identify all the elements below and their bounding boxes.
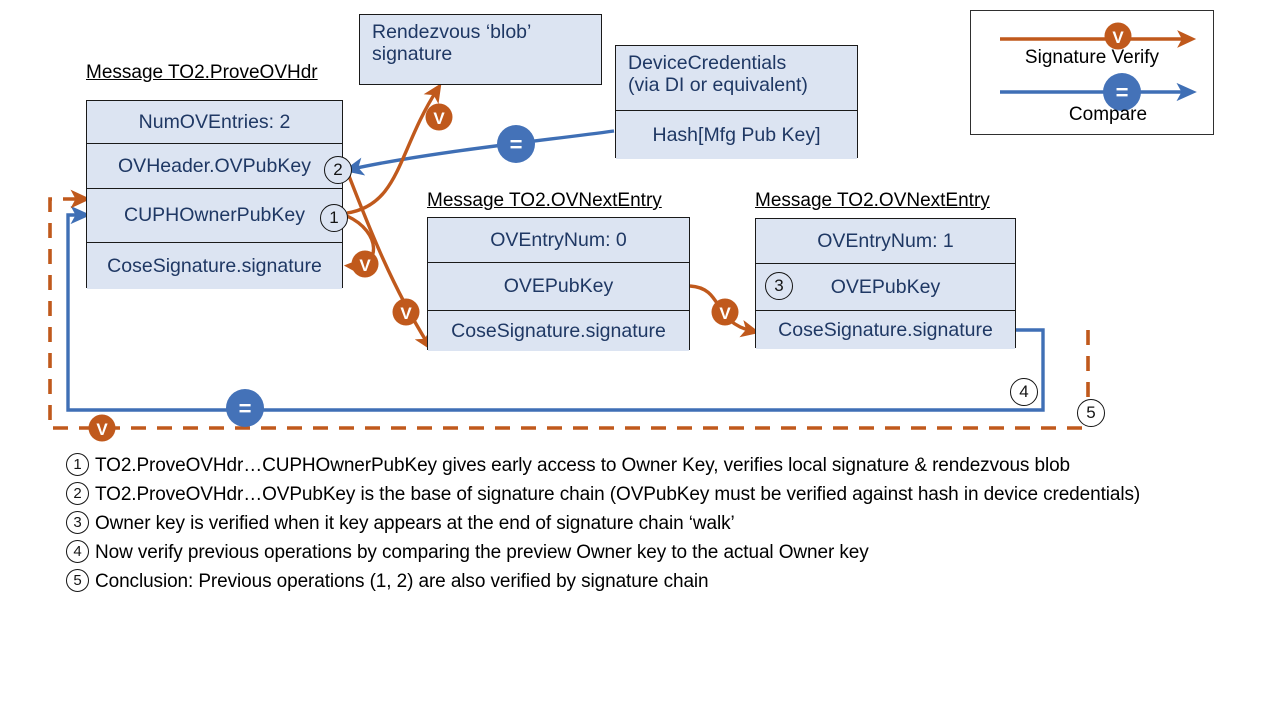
row-label: NumOVEntries: 2 bbox=[138, 110, 291, 133]
note-item: 3 Owner key is verified when it key appe… bbox=[66, 510, 1186, 538]
row-ovheader-ovpubkey: OVHeader.OVPubKey bbox=[87, 144, 342, 189]
verify-arrow-cuph-to-cosesignature bbox=[343, 214, 376, 276]
svg-text:V: V bbox=[433, 109, 445, 128]
verify-badge-entry0-signature: V bbox=[392, 298, 420, 326]
verify-arrow-ovpubkey-to-entry0-signature bbox=[347, 175, 433, 351]
note-text: Now verify previous operations by compar… bbox=[95, 541, 869, 563]
row-rendezvous-text: Rendezvous ‘blob’ signature bbox=[360, 15, 601, 84]
row-device-credentials-title: DeviceCredentials (via DI or equivalent) bbox=[616, 46, 857, 111]
row-label: OVEPubKey bbox=[503, 275, 614, 298]
note-text: Owner key is verified when it key appear… bbox=[95, 512, 735, 534]
row-cuphownerpubkey: CUPHOwnerPubKey bbox=[87, 189, 342, 243]
marker-5: 5 bbox=[1077, 399, 1105, 427]
note-item: 1 TO2.ProveOVHdr…CUPHOwnerPubKey gives e… bbox=[66, 452, 1186, 480]
notes-list: 1 TO2.ProveOVHdr…CUPHOwnerPubKey gives e… bbox=[66, 452, 1186, 597]
row-oventrynum-1: OVEntryNum: 1 bbox=[756, 219, 1015, 264]
svg-text:V: V bbox=[400, 304, 412, 323]
compare-badge-hash: = bbox=[497, 125, 535, 163]
note-text: TO2.ProveOVHdr…OVPubKey is the base of s… bbox=[95, 483, 1141, 505]
caption-ovnextentry-0: Message TO2.OVNextEntry bbox=[427, 190, 662, 211]
row-hash-mfg-pub-key: Hash[Mfg Pub Key] bbox=[616, 111, 857, 159]
compare-arrow-hash-to-ovpubkey bbox=[343, 129, 615, 176]
note-item: 2 TO2.ProveOVHdr…OVPubKey is the base of… bbox=[66, 481, 1186, 509]
device-credentials-line-2: (via DI or equivalent) bbox=[628, 74, 808, 97]
row-label: OVEntryNum: 0 bbox=[490, 228, 627, 251]
row-label: CoseSignature.signature bbox=[451, 319, 666, 342]
verify-arrow-entry0-pubkey-to-entry1-signature bbox=[689, 284, 760, 338]
legend-box bbox=[970, 10, 1214, 135]
note-text: TO2.ProveOVHdr…CUPHOwnerPubKey gives ear… bbox=[95, 455, 1071, 476]
box-ovnextentry-1: OVEntryNum: 1 OVEPubKey CoseSignature.si… bbox=[755, 218, 1016, 349]
caption-prove-ovhdr: Message TO2.ProveOVHdr bbox=[86, 62, 318, 83]
marker-3: 3 bbox=[765, 272, 793, 300]
row-ovepubkey-1: OVEPubKey bbox=[756, 264, 1015, 311]
note-number: 2 bbox=[66, 481, 89, 505]
box-prove-ovhdr: NumOVEntries: 2 OVHeader.OVPubKey CUPHOw… bbox=[86, 100, 343, 289]
row-ovepubkey-0: OVEPubKey bbox=[428, 263, 689, 311]
verify-badge-local-signature: V bbox=[351, 250, 379, 278]
verify-badge-rendezvous: V bbox=[425, 103, 453, 131]
note-item: 4 Now verify previous operations by comp… bbox=[66, 539, 1186, 567]
marker-4: 4 bbox=[1010, 378, 1038, 406]
svg-text:=: = bbox=[510, 132, 523, 157]
row-label: CoseSignature.signature bbox=[107, 254, 322, 277]
verify-badge-chain-loop: V bbox=[88, 414, 116, 442]
note-number: 4 bbox=[66, 539, 89, 563]
row-cosesignature-signature-1: CoseSignature.signature bbox=[756, 311, 1015, 349]
device-credentials-line-1: DeviceCredentials bbox=[628, 52, 787, 74]
note-number: 3 bbox=[66, 510, 89, 534]
marker-1: 1 bbox=[320, 204, 348, 232]
svg-text:V: V bbox=[359, 256, 371, 275]
row-label: CoseSignature.signature bbox=[778, 318, 993, 341]
rendezvous-line-1: Rendezvous ‘blob’ bbox=[372, 21, 532, 43]
box-rendezvous-blob: Rendezvous ‘blob’ signature bbox=[359, 14, 602, 85]
row-label: OVEntryNum: 1 bbox=[817, 229, 954, 252]
compare-badge-owner-key: = bbox=[226, 389, 264, 427]
note-text: Conclusion: Previous operations (1, 2) a… bbox=[95, 570, 709, 592]
row-label: Hash[Mfg Pub Key] bbox=[652, 123, 821, 146]
box-ovnextentry-0: OVEntryNum: 0 OVEPubKey CoseSignature.si… bbox=[427, 217, 690, 351]
svg-text:=: = bbox=[239, 396, 252, 421]
row-label: OVEPubKey bbox=[830, 275, 941, 298]
verify-badge-entry1-signature: V bbox=[711, 298, 739, 326]
row-cosesignature-signature-0: CoseSignature.signature bbox=[428, 311, 689, 351]
row-oventrynum-0: OVEntryNum: 0 bbox=[428, 218, 689, 263]
note-item: 5 Conclusion: Previous operations (1, 2)… bbox=[66, 568, 1186, 596]
row-numovnetries: NumOVEntries: 2 bbox=[87, 101, 342, 144]
legend-label-signature-verify: Signature Verify bbox=[1024, 47, 1160, 68]
marker-2: 2 bbox=[324, 156, 352, 184]
note-number: 5 bbox=[66, 568, 89, 592]
row-label: CUPHOwnerPubKey bbox=[124, 204, 305, 227]
caption-ovnextentry-1: Message TO2.OVNextEntry bbox=[755, 190, 990, 211]
note-number: 1 bbox=[66, 453, 89, 476]
row-cosesignature-signature: CoseSignature.signature bbox=[87, 243, 342, 289]
box-device-credentials: DeviceCredentials (via DI or equivalent)… bbox=[615, 45, 858, 159]
svg-text:V: V bbox=[96, 420, 108, 439]
rendezvous-line-2: signature bbox=[372, 43, 453, 66]
verify-arrow-cuph-to-rendezvous bbox=[346, 83, 442, 215]
svg-text:V: V bbox=[719, 304, 731, 323]
legend-label-compare: Compare bbox=[1068, 104, 1148, 125]
row-label: OVHeader.OVPubKey bbox=[118, 154, 311, 177]
